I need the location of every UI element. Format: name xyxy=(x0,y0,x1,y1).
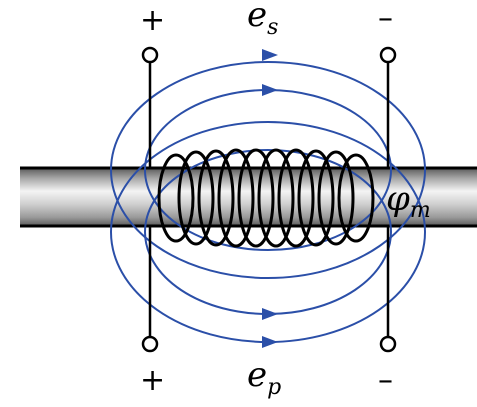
terminals xyxy=(141,46,397,353)
iron-core xyxy=(20,168,477,226)
coil-turn xyxy=(317,150,355,246)
coil-turn xyxy=(197,149,235,247)
es-label: es xyxy=(247,0,278,40)
top-plus-sign: + xyxy=(140,3,165,38)
coil-turn xyxy=(277,148,315,248)
flux-arrow-inner-bottom xyxy=(262,308,278,320)
ep-label: ep xyxy=(247,355,281,400)
bottom-minus-sign: – xyxy=(378,363,393,398)
coil-turn xyxy=(257,148,295,248)
coil-turn xyxy=(177,150,215,246)
terminal-top-right xyxy=(379,46,397,64)
top-minus-sign: – xyxy=(378,1,393,36)
ep-main: e xyxy=(247,355,267,395)
coil-windings xyxy=(157,148,375,248)
coil-turn xyxy=(217,148,255,248)
terminal-top-left xyxy=(141,46,159,64)
phi-sub: m xyxy=(410,198,431,223)
terminal-bottom-left xyxy=(141,335,159,353)
flux-arrow-inner-top xyxy=(262,84,278,96)
flux-arrow-outer-top xyxy=(262,49,278,61)
es-main: e xyxy=(247,0,267,35)
phi-label: φm xyxy=(386,179,431,223)
terminal-bottom-right xyxy=(379,335,397,353)
bottom-plus-sign: + xyxy=(140,363,165,398)
ep-sub: p xyxy=(267,375,281,400)
coil-turn xyxy=(297,149,335,247)
coil-turn xyxy=(337,153,375,243)
flux-arrows xyxy=(262,49,278,348)
phi-main: φ xyxy=(386,179,410,219)
flux-loop-outer-top xyxy=(110,61,426,279)
coil-turn xyxy=(237,148,275,248)
flux-arrow-outer-bottom xyxy=(262,336,278,348)
terminal-leads xyxy=(148,62,390,337)
es-sub: s xyxy=(267,15,278,40)
coil-turn xyxy=(157,153,195,243)
